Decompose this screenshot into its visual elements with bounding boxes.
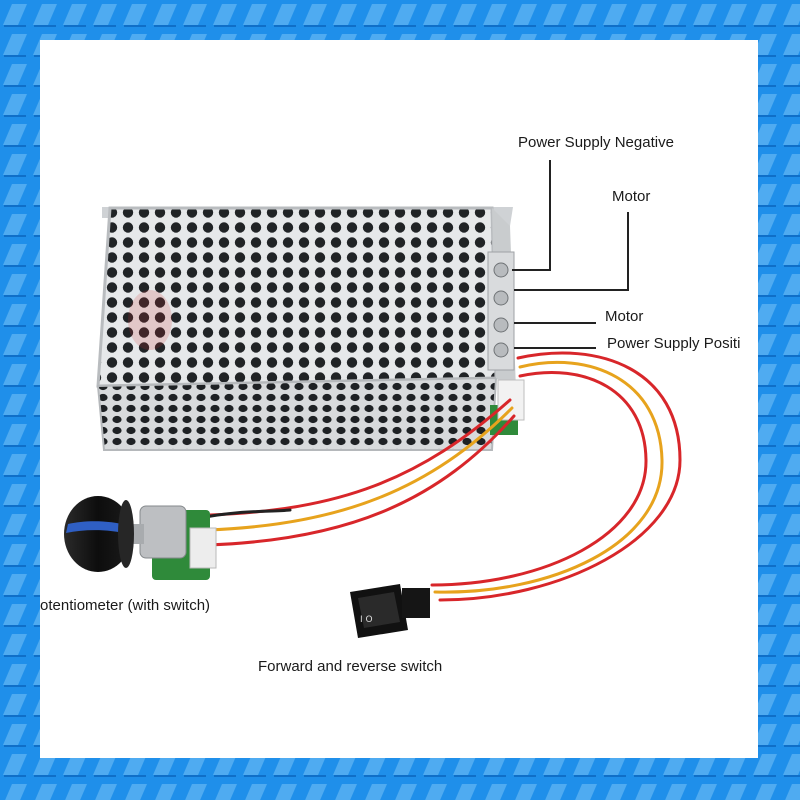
label-motor-1: Motor (612, 188, 651, 205)
potentiometer-with-switch (64, 496, 217, 580)
label-motor-2: Motor (605, 308, 644, 325)
leader-lines (512, 160, 629, 349)
wire-harness (198, 351, 682, 602)
controller-enclosure (96, 206, 516, 451)
speed-controller-photo: I O (64, 160, 682, 638)
label-power-supply-positive: Power Supply Positi (607, 335, 741, 352)
label-potentiometer: otentiometer (with switch) (40, 597, 211, 614)
forward-reverse-rocker-switch: I O (350, 584, 430, 638)
product-photo-panel: I O Power Supply Negative Motor Motor Po… (40, 40, 758, 758)
svg-text:I O: I O (360, 615, 373, 625)
terminal-block (487, 251, 525, 435)
label-power-supply-negative: Power Supply Negative (518, 134, 674, 151)
label-forward-reverse-switch: Forward and reverse switch (258, 658, 443, 675)
